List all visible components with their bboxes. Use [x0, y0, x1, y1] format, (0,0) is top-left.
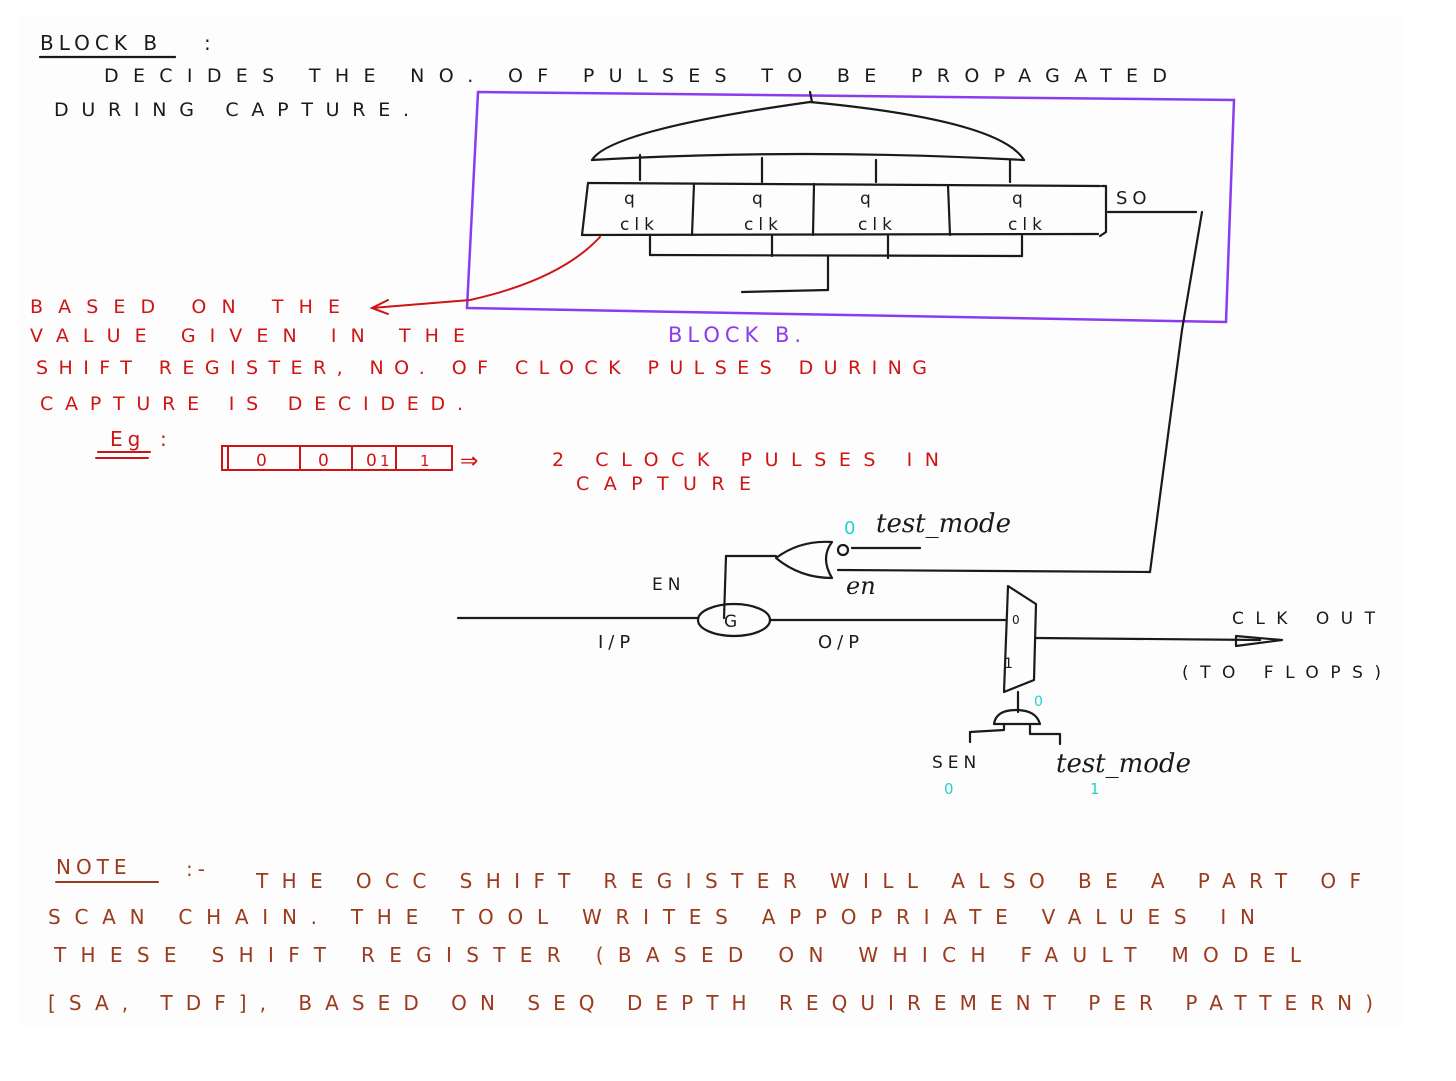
- sen-wire: [968, 722, 1006, 744]
- eg-bit-register: [221, 445, 453, 471]
- register-divider-2: [811, 182, 816, 237]
- eg-colon: :: [160, 427, 172, 451]
- register-divider-3: [946, 183, 952, 237]
- note-line4: [SA, TDF], BASED ON SEQ DEPTH REQUIREMEN…: [48, 991, 1378, 1015]
- cell-2-clk: clk: [744, 215, 783, 235]
- cell-1-clk: clk: [620, 215, 659, 235]
- eg-result-line1: 2 CLOCK PULSES IN: [552, 449, 944, 471]
- combine-output-line: [808, 90, 814, 104]
- test-mode-top-label: test_mode: [876, 509, 1011, 539]
- explanation-line4: CAPTURE IS DECIDED.: [40, 393, 468, 415]
- sen-label: SEN: [932, 753, 981, 773]
- en-upper-label: EN: [652, 575, 685, 595]
- explanation-arrowhead: [369, 299, 389, 315]
- header-desc-line2: DURING CAPTURE.: [54, 99, 414, 121]
- cell-3-clk: clk: [858, 215, 897, 235]
- clkout-note: (TO FLOPS): [1182, 663, 1386, 683]
- combine-gate-back: [590, 100, 1026, 162]
- eg-result-line2: CAPTURE: [576, 473, 756, 495]
- shift-register: [580, 181, 1108, 238]
- test-mode-top-value: 0: [844, 518, 860, 539]
- en-label: en: [846, 572, 876, 600]
- so-to-or-wire: [836, 568, 1152, 574]
- eg-bit-1: 0: [256, 451, 272, 471]
- en-wire: [722, 554, 728, 620]
- clkout-label: CLK OUT: [1232, 609, 1380, 629]
- and-output-value: 0: [1034, 694, 1048, 710]
- test-mode-bottom-wire: [1028, 722, 1062, 746]
- test-mode-bottom-label: test_mode: [1056, 749, 1191, 779]
- eg-label: Eg: [110, 427, 145, 451]
- mux-input-1: 1: [1004, 656, 1018, 672]
- or-gate: [774, 540, 834, 580]
- mux-input-0: 0: [1012, 613, 1025, 627]
- output-label: O/P: [818, 632, 864, 653]
- block-b-label: BLOCK B.: [668, 323, 806, 347]
- eg-arrow: ⇒: [460, 449, 483, 474]
- inversion-bubble: [836, 543, 850, 557]
- eg-bit-3: 0: [366, 451, 382, 471]
- cell-4-q: q: [1012, 189, 1028, 209]
- test-mode-bottom-value: 1: [1090, 780, 1105, 798]
- header-title: BLOCK B: [40, 31, 162, 55]
- register-top-edge: [586, 181, 1102, 188]
- so-label: SO: [1116, 188, 1152, 209]
- register-bottom-edge: [580, 232, 1100, 237]
- register-right-bracket: [1098, 184, 1108, 238]
- eg-bit-5: 1: [420, 452, 435, 470]
- cell-2-q: q: [752, 189, 768, 209]
- combine-gate-front: [590, 152, 1026, 162]
- explanation-line2: VALUE GIVEN IN THE: [30, 325, 470, 347]
- clkout-arrow: [1234, 634, 1284, 648]
- explanation-line3: SHIFT REGISTER, NO. OF CLOCK PULSES DURI…: [36, 357, 932, 379]
- note-line3: THESE SHIFT REGISTER (BASED ON WHICH FAU…: [53, 943, 1306, 967]
- cell-1-q: q: [624, 189, 640, 209]
- header-desc-line1: DECIDES THE NO. OF PULSES TO BE PROPAGAT…: [104, 65, 1172, 87]
- input-label: I/P: [598, 632, 635, 653]
- sen-value: 0: [944, 780, 959, 798]
- so-to-gate-wire: [1148, 210, 1204, 574]
- register-divider-1: [690, 182, 696, 237]
- eg-bit-2: 0: [318, 451, 334, 471]
- note-label: NOTE: [56, 855, 132, 879]
- clock-gate-label: G: [724, 612, 742, 632]
- explanation-arrow-line: [371, 236, 601, 309]
- explanation-line1: BASED ON THE: [30, 296, 345, 318]
- block-b-box: [465, 90, 1236, 324]
- register-left-edge: [580, 181, 590, 237]
- header-title-colon: :: [204, 31, 216, 55]
- note-separator: :-: [186, 857, 210, 881]
- cell-4-clk: clk: [1008, 215, 1047, 235]
- note-line2: SCAN CHAIN. THE TOOL WRITES APPOPRIATE V…: [48, 905, 1260, 929]
- and-gate: [992, 708, 1042, 726]
- clock-distribution: [648, 234, 1024, 294]
- eg-bit-4: 1: [380, 452, 395, 470]
- clkout-wire: [1034, 636, 1262, 642]
- note-line1: THE OCC SHIFT REGISTER WILL ALSO BE A PA…: [255, 869, 1366, 893]
- mux: [1002, 584, 1038, 694]
- cell-3-q: q: [860, 189, 876, 209]
